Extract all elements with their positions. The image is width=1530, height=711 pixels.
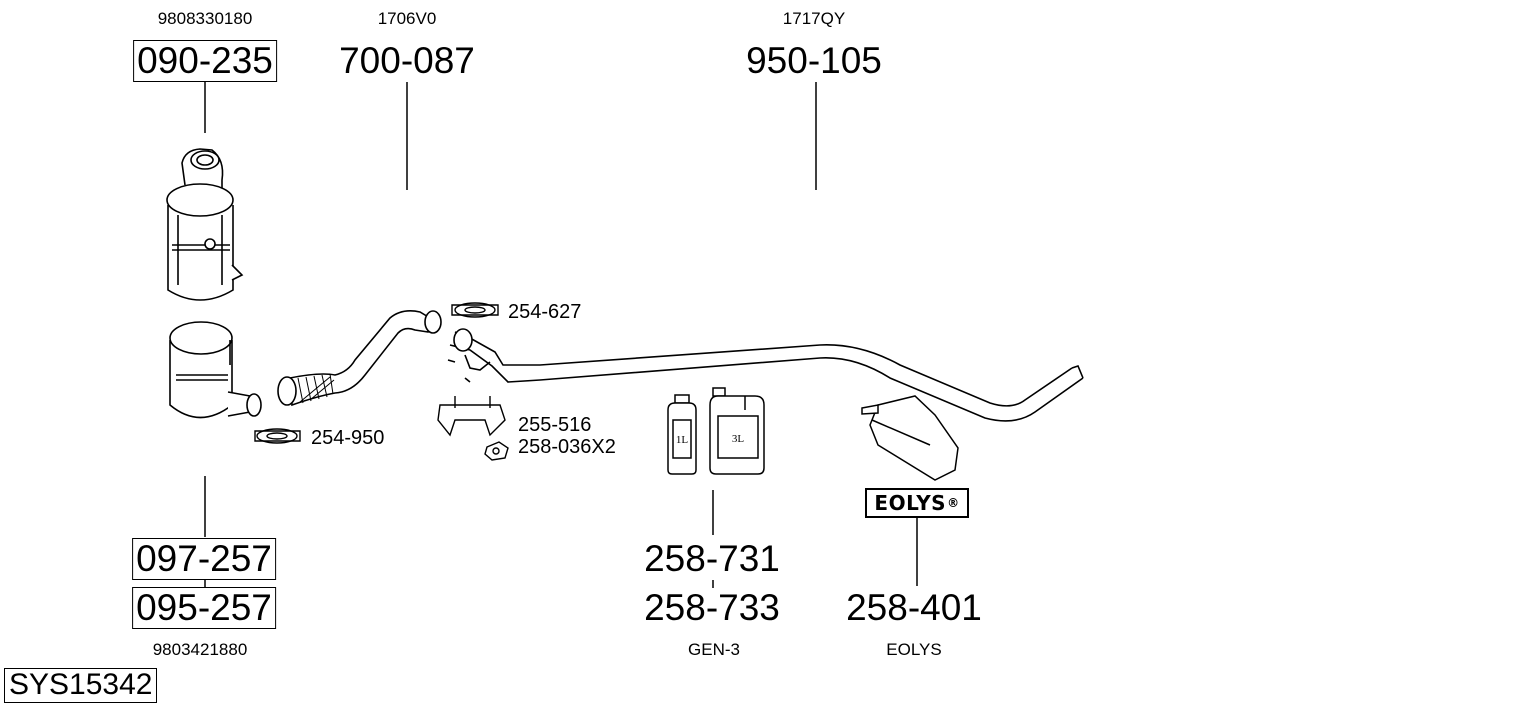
eolys-badge-text: EOLYS [874, 491, 947, 515]
eolys-badge: EOLYS® [865, 488, 969, 518]
part-number-258-401[interactable]: 258-401 [846, 587, 982, 628]
part-number-258-731[interactable]: 258-731 [644, 538, 780, 579]
oe-number-catalyst-bottom: 9803421880 [152, 640, 248, 659]
eolys-tank-part [861, 395, 959, 481]
part-number-700-087[interactable]: 700-087 [339, 40, 475, 81]
eolys-caption: EOLYS [886, 640, 942, 659]
oe-number-catalyst-top: 9808330180 [157, 9, 253, 28]
part-number-clamp-lower[interactable]: 254-950 [311, 427, 385, 449]
registered-mark: ® [947, 496, 960, 510]
part-number-nut[interactable]: 258-036X2 [518, 436, 616, 458]
part-number-950-105[interactable]: 950-105 [746, 40, 882, 81]
part-number-bracket[interactable]: 255-516 [518, 414, 592, 436]
part-number-090-235[interactable]: 090-235 [133, 40, 277, 82]
part-number-097-257[interactable]: 097-257 [132, 538, 276, 580]
clamp-upper-part [451, 302, 499, 318]
catalyst-dpf-part [166, 148, 262, 419]
fluid-caption: GEN-3 [688, 640, 740, 659]
nut-part [484, 441, 509, 461]
oe-number-front-pipe: 1706V0 [377, 9, 437, 28]
system-number-title: SYS15342 [4, 668, 158, 703]
bottle-small-label: 1L [676, 434, 689, 446]
clamp-lower-part [254, 428, 301, 444]
oe-number-rear-pipe: 1717QY [782, 9, 846, 28]
part-number-clamp-upper[interactable]: 254-627 [508, 301, 582, 323]
part-number-095-257[interactable]: 095-257 [132, 587, 276, 629]
bottle-large-label: 3L [732, 433, 745, 445]
fluid-bottle-large [709, 387, 765, 475]
part-number-258-733[interactable]: 258-733 [644, 587, 780, 628]
fluid-bottle-small [667, 394, 697, 475]
bracket-part [437, 396, 506, 437]
front-pipe-part [277, 310, 442, 407]
rear-pipe-part [447, 328, 1084, 422]
